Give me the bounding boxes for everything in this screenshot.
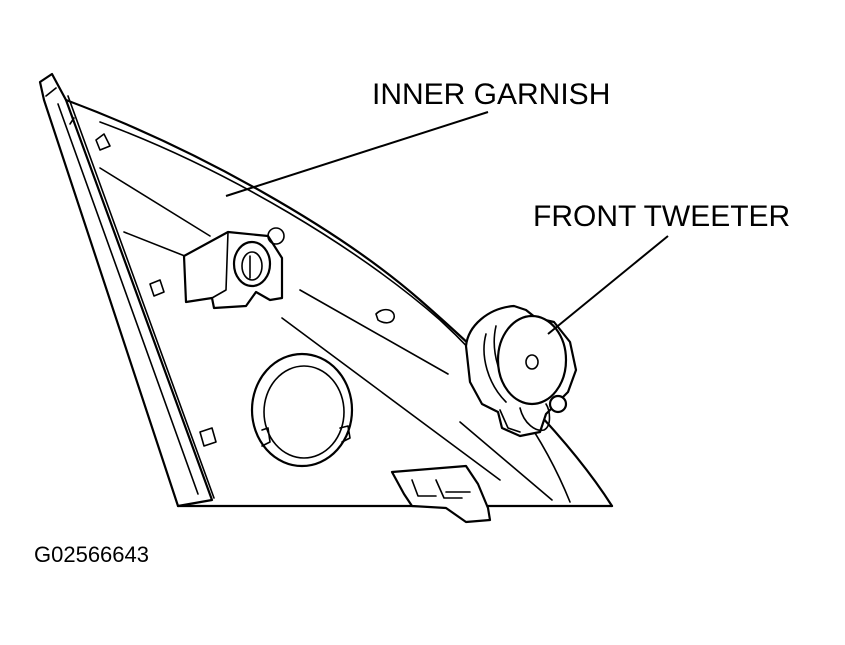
clip-bracket	[182, 227, 285, 310]
front-tweeter-leader	[547, 235, 669, 335]
figure-code: G02566643	[34, 542, 149, 567]
inner-garnish-label: INNER GARNISH	[372, 78, 610, 111]
speaker-opening-ring	[250, 352, 354, 468]
inner-garnish-leader	[225, 111, 489, 197]
inner-garnish-panel	[38, 72, 614, 508]
hook-clip	[375, 308, 395, 324]
bottom-clip	[390, 464, 492, 524]
front-tweeter	[464, 304, 578, 438]
front-tweeter-label: FRONT TWEETER	[533, 200, 790, 233]
